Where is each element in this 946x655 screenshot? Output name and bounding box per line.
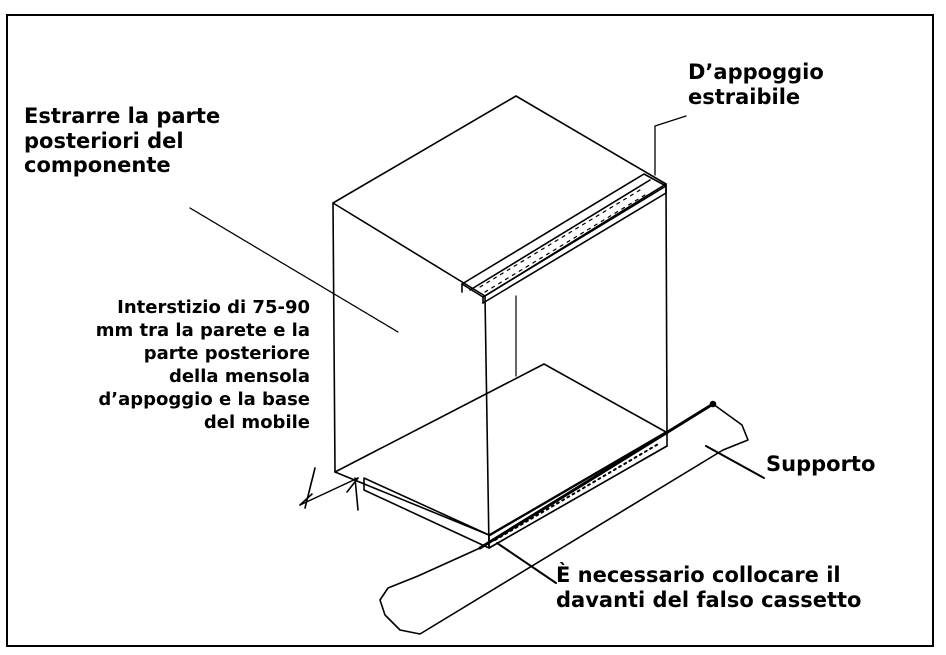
label-removable-support: D’appoggio estraibile <box>688 60 824 109</box>
cabinet-edge-left <box>332 202 336 473</box>
gap-arrow <box>299 477 359 506</box>
leader-support <box>705 445 765 479</box>
cabinet-base-top <box>334 363 667 536</box>
cabinet-base-front <box>363 477 490 549</box>
cabinet-top-face <box>332 95 667 297</box>
leader-drawer <box>496 542 557 584</box>
leader-extract <box>189 207 399 333</box>
support-plate <box>379 403 749 635</box>
leader-support-removable <box>654 115 687 176</box>
label-extract-back: Estrarre la parte posteriori del compone… <box>24 104 221 178</box>
diagram-frame <box>6 14 934 647</box>
label-drawer-front: È necessario collocare il davanti del fa… <box>556 563 862 612</box>
label-support: Supporto <box>766 452 876 476</box>
label-gap: Interstizio di 75-90 mm tra la parete e … <box>95 297 310 434</box>
cabinet-edge-right <box>665 183 668 435</box>
cabinet-edge-front <box>484 295 490 549</box>
